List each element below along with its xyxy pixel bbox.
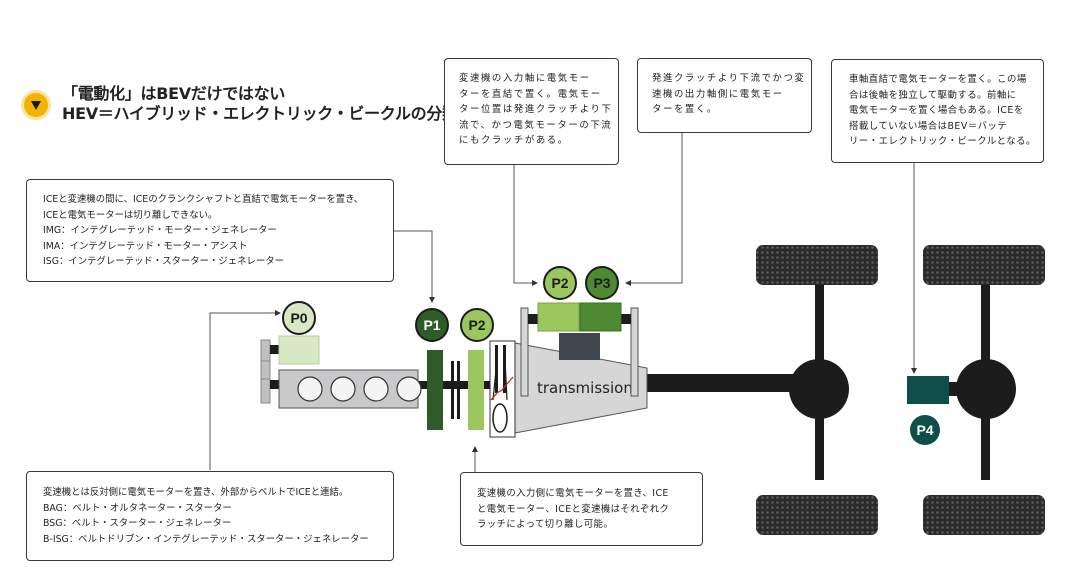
annotation-line: ターを直結で置く。電気モー: [459, 88, 602, 100]
cylinder: [396, 376, 422, 402]
annotation-p0: 変速機とは反対側に電気モーターを置き、外部からベルトでICEと連結。 BAG：ベ…: [26, 471, 394, 561]
annotation-line: 変速機の入力側に電気モーターを置き、ICE: [477, 488, 669, 499]
annotation-line: IMG：インテグレーテッド・モーター・ジェネレーター: [43, 225, 277, 236]
badge-p3: [585, 266, 619, 300]
connector-p1: [394, 230, 435, 303]
annotation-line: ラッチによって切り離し可能。: [477, 519, 614, 530]
annotation-line: 搭載していない場合はBEV＝バッテ: [849, 120, 1008, 132]
differential-rear: [956, 359, 1016, 419]
title-line-2: HEV＝ハイブリッド・エレクトリック・ビークルの分類: [62, 104, 458, 123]
annotation-p2-input: 変速機の入力軸に電気モー ターを直結で置く。電気モー ター位置は発進クラッチより…: [444, 58, 619, 165]
annotation-line: IMA：インテグレーテッド・モーター・アシスト: [43, 240, 248, 252]
motor-p3: [579, 302, 622, 332]
label-p0: P0: [290, 310, 307, 326]
annotation-line: 発進クラッチより下流でかつ変: [652, 73, 806, 84]
annotation-line: 流で、かつ電気モーターの下流: [459, 119, 613, 131]
annotation-line: リー・エレクトリック・ビークルとなる。: [849, 136, 1036, 147]
badge-p4: [910, 415, 940, 445]
down-triangle-badge-icon: [24, 93, 48, 117]
cylinder: [363, 376, 389, 402]
differential-front: [789, 359, 849, 419]
tire-front-top: [756, 245, 878, 285]
annotation-line: ISG：インテグレーテッド・スターター・ジェネレーター: [43, 256, 284, 267]
annotation-p1: ICEと変速機の間に、ICEのクランクシャフトと直結で電気モーターを置き、 IC…: [26, 179, 394, 282]
transmission-block: [559, 333, 600, 360]
annotation-line: 合は後軸を独立して駆動する。前軸に: [849, 89, 1017, 101]
badge-p0: [282, 301, 316, 335]
annotation-p4: 車軸直結で電気モーターを置く。この場 合は後軸を独立して駆動する。前軸に 電気モ…: [831, 59, 1044, 163]
connector-lines: [209, 133, 917, 472]
label-p4: P4: [916, 422, 933, 438]
motor-p4: [907, 376, 949, 404]
annotation-line: 変速機の入力軸に電気モー: [459, 73, 591, 84]
drive-shaft: [640, 374, 810, 392]
label-p2-input: P2: [468, 317, 485, 333]
annotation-line: にもクラッチがある。: [459, 135, 569, 146]
connector-p2-input: [513, 165, 538, 286]
annotation-line: 速機の出力軸側に電気モー: [652, 88, 784, 100]
annotation-line: 変速機とは反対側に電気モーターを置き、外部からベルトでICEと連結。: [43, 487, 349, 498]
tire-rear-top: [923, 245, 1045, 285]
annotation-line: B-ISG：ベルトドリブン・インテグレーテッド・スターター・ジェネレーター: [43, 533, 369, 545]
clutch-break-line: [490, 376, 514, 401]
cylinder: [330, 376, 356, 402]
motor-p0: [278, 335, 320, 365]
clutch-plate: [457, 361, 460, 419]
annotation-line: BSG：ベルト・スターター・ジェネレーター: [43, 518, 232, 529]
motor-p2-input: [468, 350, 484, 430]
diagram-title: 「電動化」はBEVだけではない HEV＝ハイブリッド・エレクトリック・ビークルの…: [24, 84, 458, 124]
tire-rear-bottom: [923, 495, 1045, 535]
motor-p2-output: [537, 302, 580, 332]
annotation-line: ICEと変速機の間に、ICEのクランクシャフトと直結で電気モーターを置き、: [43, 194, 364, 205]
annotation-p3: 発進クラッチより下流でかつ変 速機の出力軸側に電気モー ターを置く。: [637, 58, 812, 133]
front-axle: [756, 245, 878, 535]
annotation-line: ICEと電気モーターは切り離しできない。: [43, 209, 218, 221]
badge-p1: [415, 308, 449, 342]
engine-ice: P0: [260, 301, 422, 409]
title-line-1: 「電動化」はBEVだけではない: [62, 84, 286, 103]
label-p3: P3: [593, 275, 610, 291]
cylinder: [297, 376, 323, 402]
transmission-label: transmission: [537, 379, 633, 397]
connector-p3: [625, 133, 683, 286]
rear-axle: P4: [907, 245, 1045, 535]
label-p1: P1: [423, 317, 440, 333]
annotation-line: と電気モーター、ICEと変速機はそれぞれク: [477, 503, 670, 515]
label-p2-output: P2: [551, 275, 568, 291]
annotation-line: ター位置は発進クラッチより下: [459, 104, 613, 115]
badge-p2-output: [543, 266, 577, 300]
clutch-plate: [451, 361, 454, 419]
transmission: transmission P2 P3: [514, 266, 648, 434]
motor-p1: [427, 350, 443, 430]
annotation-line: 車軸直結で電気モーターを置く。この場: [849, 74, 1027, 85]
tire-front-bottom: [756, 495, 878, 535]
annotation-line: ターを置く。: [652, 104, 718, 115]
annotation-line: 電気モーターを置く場合もある。ICEを: [849, 105, 1024, 116]
annotation-line: BAG：ベルト・オルタネーター・スターター: [43, 502, 232, 514]
connector-p0: [209, 310, 281, 470]
pulley: [260, 339, 271, 404]
badge-p2-input: [460, 308, 494, 342]
clutch-assembly: [489, 340, 516, 438]
annotation-p2-clutch: 変速機の入力側に電気モーターを置き、ICE と電気モーター、ICEと変速機はそれ…: [460, 472, 703, 546]
